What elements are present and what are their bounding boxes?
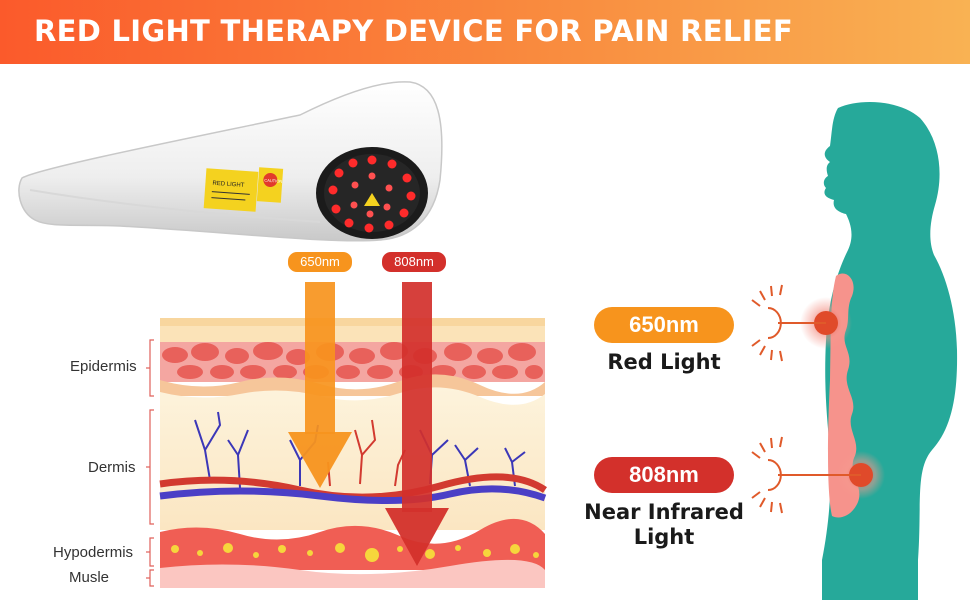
caution-text: CAUTION: [264, 178, 282, 184]
layer-label-hypodermis: Hypodermis: [53, 544, 134, 561]
legend-808nm-pill: 808nm: [594, 457, 734, 493]
legend-650nm-pill: 650nm: [594, 307, 734, 343]
vein: [159, 485, 547, 505]
legend-near-infrared-line1: Near Infrared: [584, 500, 744, 524]
dermis-layer: [160, 387, 545, 530]
legend-red-light-label: Red Light: [607, 350, 721, 374]
legend-near-infrared-line2: Light: [633, 525, 695, 549]
body-silhouette: [800, 102, 958, 600]
sun-ray-icon-upper: [751, 284, 826, 362]
layer-label-dermis: Dermis: [88, 459, 136, 476]
fat-cells: [171, 543, 539, 562]
legend-near-infrared-label: Near Infrared Light: [574, 500, 754, 550]
sun-ray-icon-lower: [751, 436, 861, 514]
therapy-device: RED LIGHT CAUTION: [18, 81, 443, 242]
muscle-layer: [160, 559, 545, 588]
device-sticker-text: RED LIGHT: [212, 181, 245, 189]
arrow-650nm: [288, 282, 352, 488]
layer-label-muscle: Musle: [69, 569, 110, 586]
layer-label-epidermis: Epidermis: [70, 358, 137, 375]
title-banner: RED LIGHT THERAPY DEVICE FOR PAIN RELIEF: [0, 0, 970, 64]
page-title: RED LIGHT THERAPY DEVICE FOR PAIN RELIEF: [34, 14, 793, 48]
led-array: [328, 155, 416, 233]
skin-cross-section: [159, 318, 547, 588]
caution-sticker: CAUTION: [263, 173, 283, 188]
arrow-808nm: [385, 282, 449, 566]
arrow-650nm-tag: 650nm: [288, 252, 352, 272]
arrow-808nm-tag: 808nm: [382, 252, 446, 272]
layer-brackets: [146, 339, 154, 587]
